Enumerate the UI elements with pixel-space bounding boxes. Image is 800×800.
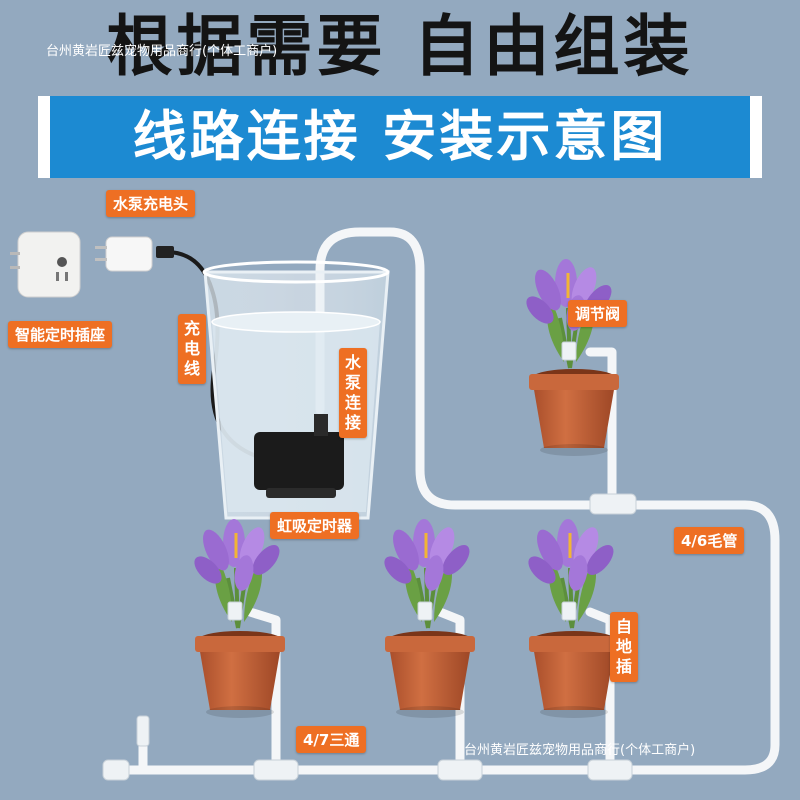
smart-socket-icon (10, 231, 81, 298)
watermark-top: 台州黄岩匠兹宠物用品商行(个体工商户) (46, 44, 278, 59)
tee-connectors (102, 493, 637, 781)
label-smart-timer-socket: 智能定时插座 (8, 321, 113, 348)
page-title: 根据需要 自由组装 (106, 8, 694, 85)
label-ground-stake: 自地插 (610, 612, 638, 682)
banner-title: 线路连接 安装示意图 (38, 96, 762, 178)
flower-pot-1 (187, 517, 287, 718)
usb-charger-icon (95, 236, 153, 272)
flower-pot-top-right (519, 257, 619, 456)
label-tee-connector: 4/7三通 (296, 726, 367, 753)
label-pump-connection: 水泵连接 (339, 348, 367, 438)
label-regulating-valve: 调节阀 (568, 300, 628, 327)
capillary-tube-route (110, 227, 780, 775)
flower-pot-2 (377, 517, 477, 718)
label-charging-cable: 充电线 (178, 314, 206, 384)
water-pump-icon (254, 414, 344, 498)
label-siphon-timer: 虹吸定时器 (270, 512, 360, 539)
label-pump-charger: 水泵充电头 (106, 190, 196, 217)
label-capillary-tube: 4/6毛管 (674, 527, 745, 554)
flower-pot-3 (521, 517, 621, 718)
watermark-bottom: 台州黄岩匠兹宠物用品商行(个体工商户) (464, 743, 696, 758)
